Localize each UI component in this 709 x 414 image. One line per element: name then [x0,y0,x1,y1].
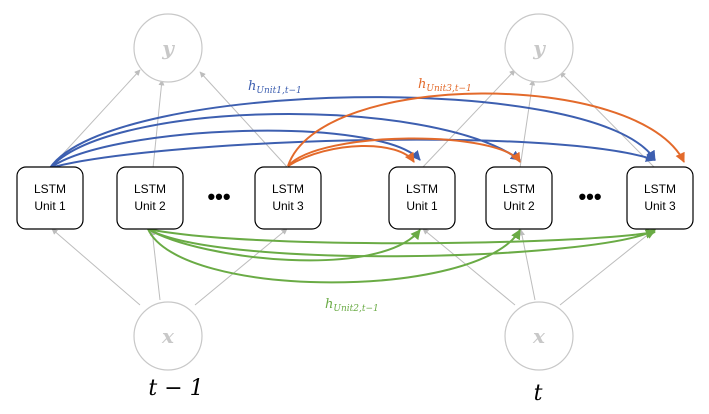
ellipsis-prev: ••• [207,184,230,209]
unit-word: LSTM [644,182,676,196]
unit-word: LSTM [503,182,535,196]
unit-name: Unit 2 [134,199,166,213]
input-label-curr: x [532,324,546,348]
green-hidden-arcs [147,228,656,284]
unit-word: LSTM [272,182,304,196]
output-label-curr: y [532,36,546,60]
lstm-unit-curr-2: LSTM Unit 2 [485,166,553,230]
input-node-prev: x [133,301,203,371]
lstm-unit-prev-2: LSTM Unit 2 [116,166,184,230]
h-unit1-label: hUnit1,t−1 [248,79,302,96]
blue-hidden-arcs [49,96,656,169]
lstm-unit-curr-1: LSTM Unit 1 [388,166,456,230]
unit-word: LSTM [406,182,438,196]
unit-word: LSTM [34,182,66,196]
lstm-unit-curr-3: LSTM Unit 3 [626,166,694,230]
unit-name: Unit 1 [34,199,66,213]
unit-name: Unit 3 [644,199,676,213]
output-node-curr: y [504,13,574,83]
time-label-curr: t [534,381,543,406]
unit-name: Unit 3 [272,199,304,213]
unit-name: Unit 2 [503,199,535,213]
lstm-unit-prev-3: LSTM Unit 3 [254,166,322,230]
input-node-curr: x [504,301,574,371]
output-arrows [49,69,656,169]
h-unit2-label: hUnit2,t−1 [325,297,379,314]
unit-word: LSTM [134,182,166,196]
h-unit3-label: hUnit3,t−1 [418,77,472,94]
ellipsis-curr: ••• [578,184,601,209]
orange-hidden-arcs [287,92,685,167]
input-label-prev: x [161,324,175,348]
output-node-prev: y [133,13,203,83]
time-label-prev: t − 1 [148,376,203,401]
output-label-prev: y [161,36,175,60]
lstm-unit-prev-1: LSTM Unit 1 [16,166,84,230]
unit-name: Unit 1 [406,199,438,213]
